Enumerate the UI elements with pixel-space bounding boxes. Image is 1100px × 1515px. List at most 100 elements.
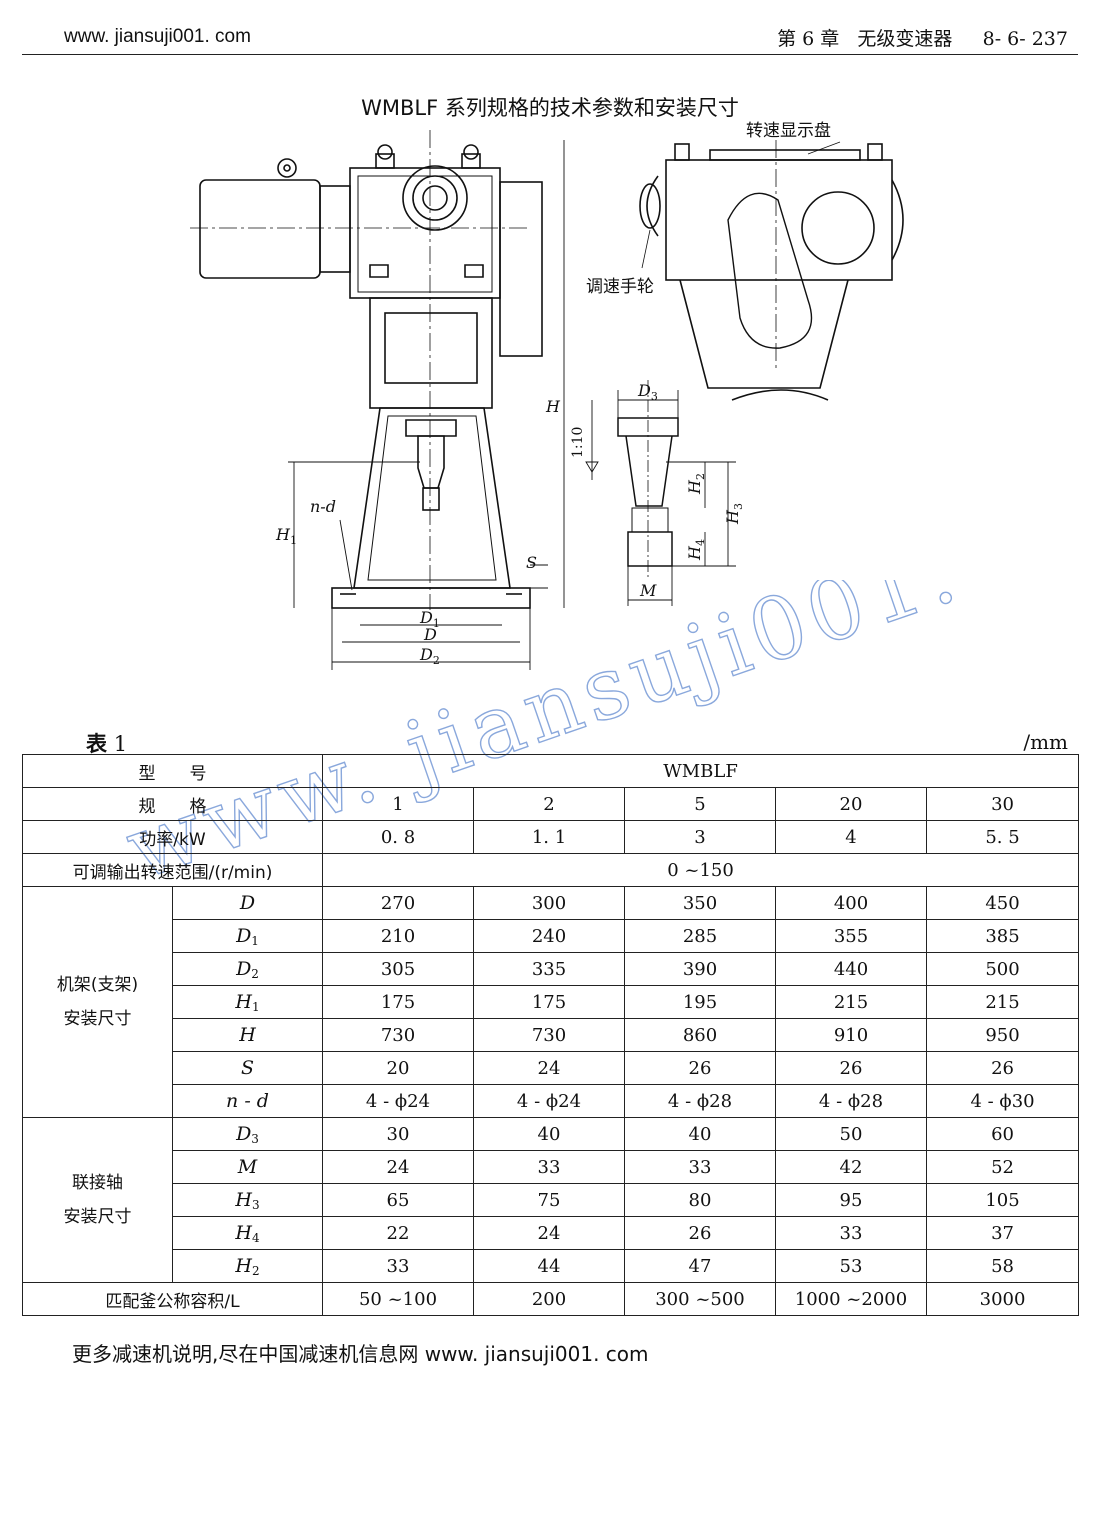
footer-note: 更多减速机说明,尽在中国减速机信息网 www. jiansuji001. com: [72, 1342, 649, 1366]
value-cell: 450: [925, 886, 1080, 920]
table-label: 表 1: [86, 732, 128, 756]
value-cell: 105: [925, 1183, 1080, 1217]
symbol-cell: D3: [172, 1117, 323, 1151]
value-cell: 355: [775, 919, 927, 953]
value-cell: 4 - ϕ24: [473, 1084, 625, 1118]
vessel-cell: 200: [473, 1282, 625, 1316]
value-cell: 215: [925, 985, 1080, 1019]
power-cell: 4: [775, 820, 927, 854]
value-cell: 175: [322, 985, 474, 1019]
value-cell: 52: [925, 1150, 1080, 1184]
technical-drawing: H H1 n-d S D1 D D2 转速显示盘 调速手轮: [190, 121, 904, 670]
value-cell: 300: [473, 886, 625, 920]
dim-nd-label: n-d: [310, 497, 336, 516]
symbol-cell: S: [172, 1051, 323, 1085]
table-row-spec: 规 格 1 2 5 20 30: [22, 787, 1080, 821]
value-cell: 44: [473, 1249, 625, 1283]
value-cell: 40: [624, 1117, 776, 1151]
table-unit: /mm: [1023, 730, 1068, 754]
symbol: H: [235, 990, 252, 1013]
power-cell: 5. 5: [925, 820, 1080, 854]
value-cell: 390: [624, 952, 776, 986]
table-row-speed: 可调输出转速范围/(r/min) 0 ~150: [22, 853, 1080, 887]
symbol: D: [236, 924, 252, 947]
dim-D2-label: D2: [419, 645, 440, 667]
spec-cell: 2: [473, 787, 625, 821]
dim-M-label: M: [639, 581, 657, 600]
spec-cell: 1: [322, 787, 474, 821]
header-site: www. jiansuji001. com: [64, 26, 251, 47]
vessel-header: 匹配釜公称容积/L: [22, 1282, 323, 1316]
value-cell: 730: [473, 1018, 625, 1052]
value-cell: 500: [925, 952, 1080, 986]
value-cell: 65: [322, 1183, 474, 1217]
model-value: WMBLF: [321, 754, 1080, 788]
value-cell: 26: [925, 1051, 1080, 1085]
speed-value: 0 ~150: [321, 853, 1080, 887]
value-cell: 50: [775, 1117, 927, 1151]
symbol-cell: H4: [172, 1216, 323, 1250]
frame-group-label: 机架(支架)安装尺寸: [22, 886, 173, 1118]
value-cell: 60: [925, 1117, 1080, 1151]
header-chapter-title: 无级变速器: [857, 28, 953, 50]
spec-cell: 30: [925, 787, 1080, 821]
value-cell: 210: [322, 919, 474, 953]
dim-H-label: H: [545, 397, 561, 416]
value-cell: 860: [624, 1018, 776, 1052]
dim-D1-label: D1: [419, 608, 440, 630]
dim-D-label: D: [423, 625, 437, 644]
power-header: 功率/kW: [22, 820, 323, 854]
symbol-cell: M: [172, 1150, 323, 1184]
dim-S-label: S: [526, 553, 537, 572]
value-cell: 24: [322, 1150, 474, 1184]
coupling-group-label-line1: 联接轴: [72, 1173, 123, 1193]
dim-H2-label: H2: [685, 473, 707, 495]
value-cell: 37: [925, 1216, 1080, 1250]
vessel-cell: 1000 ~2000: [775, 1282, 927, 1316]
vessel-cell: 3000: [925, 1282, 1080, 1316]
value-cell: 4 - ϕ28: [775, 1084, 927, 1118]
front-view: [190, 130, 543, 610]
value-cell: 240: [473, 919, 625, 953]
value-cell: 47: [624, 1249, 776, 1283]
value-cell: 33: [473, 1150, 625, 1184]
value-cell: 33: [624, 1150, 776, 1184]
value-cell: 33: [775, 1216, 927, 1250]
symbol-cell: D1: [172, 919, 323, 953]
symbol: D: [236, 1122, 252, 1145]
page-header: www. jiansuji001. com 第 6 章 无级变速器 8- 6- …: [22, 22, 1078, 55]
symbol-cell: n - d: [172, 1084, 323, 1118]
value-cell: 20: [322, 1051, 474, 1085]
symbol-cell: D: [172, 886, 323, 920]
value-cell: 58: [925, 1249, 1080, 1283]
value-cell: 350: [624, 886, 776, 920]
value-cell: 24: [473, 1216, 625, 1250]
symbol: S: [240, 1057, 255, 1079]
spec-cell: 5: [624, 787, 776, 821]
header-page-number: 8- 6- 237: [982, 28, 1068, 50]
value-cell: 80: [624, 1183, 776, 1217]
symbol: M: [237, 1156, 258, 1178]
symbol-cell: D2: [172, 952, 323, 986]
value-cell: 53: [775, 1249, 927, 1283]
table-row-power: 功率/kW 0. 8 1. 1 3 4 5. 5: [22, 820, 1080, 854]
model-header: 型 号: [22, 754, 323, 788]
value-cell: 4 - ϕ24: [322, 1084, 474, 1118]
value-cell: 22: [322, 1216, 474, 1250]
symbol-cell: H: [172, 1018, 323, 1052]
vessel-cell: 300 ~500: [624, 1282, 776, 1316]
symbol-subscript: 1: [251, 999, 260, 1014]
value-cell: 910: [775, 1018, 927, 1052]
symbol: H: [239, 1024, 256, 1046]
